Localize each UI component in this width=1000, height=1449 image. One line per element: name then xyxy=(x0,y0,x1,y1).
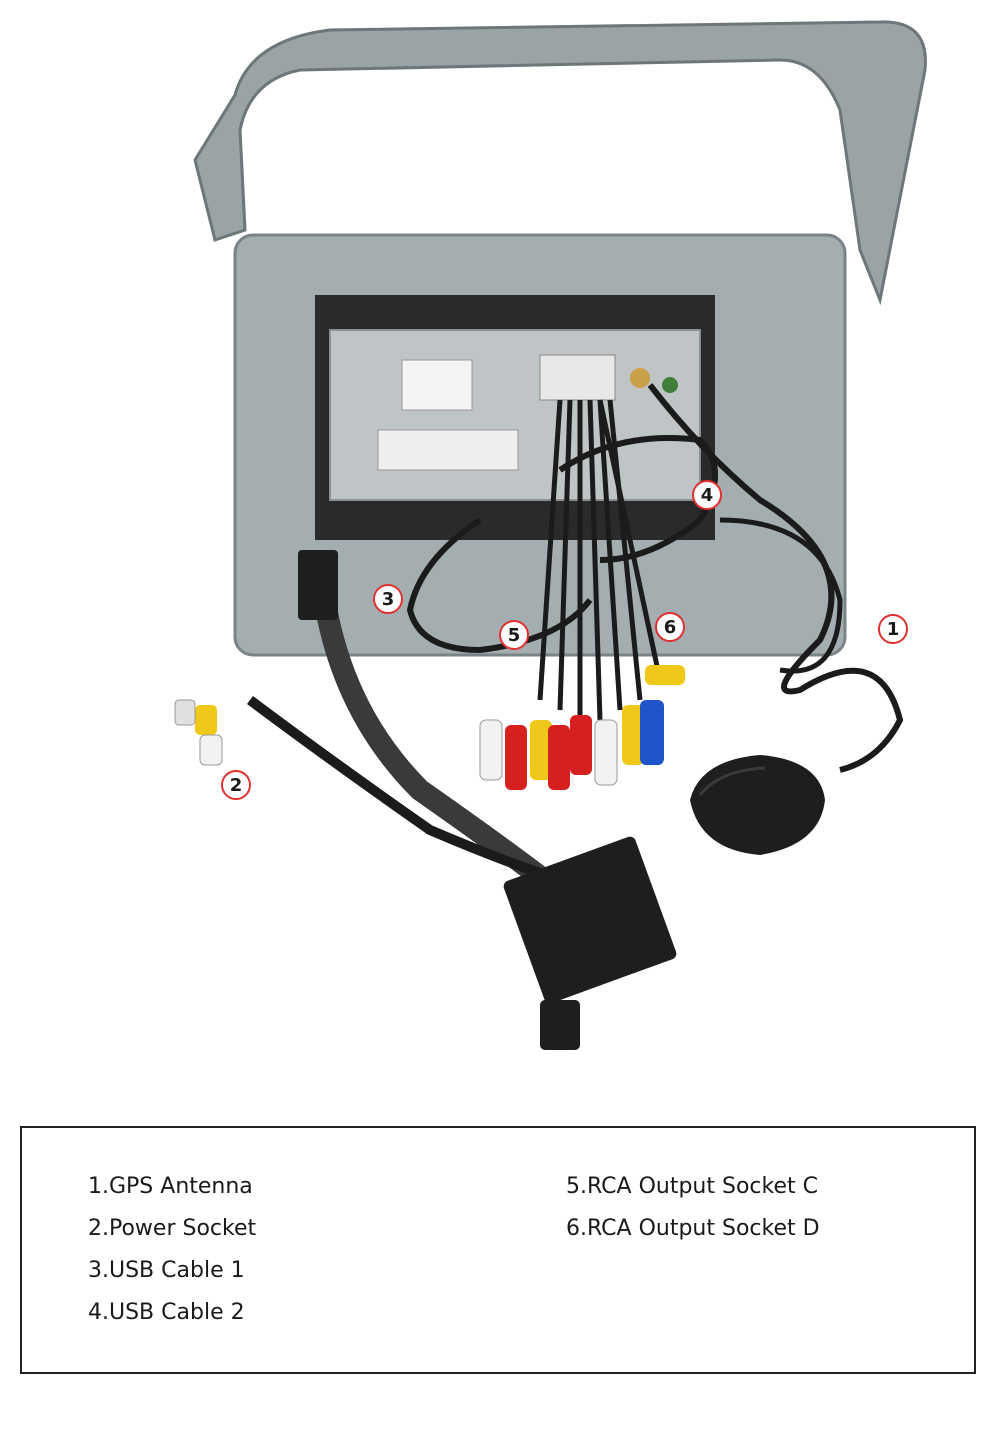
legend-column-left: 1.GPS Antenna 2.Power Socket 3.USB Cable… xyxy=(88,1166,256,1334)
heatsink-plate xyxy=(329,329,701,501)
callout-2: 2 xyxy=(221,770,251,800)
legend-item-rca-socket-d: 6.RCA Output Socket D xyxy=(566,1216,820,1241)
rca-plugs xyxy=(479,665,685,790)
green-led xyxy=(662,377,678,393)
legend-box: 1.GPS Antenna 2.Power Socket 3.USB Cable… xyxy=(20,1126,976,1374)
callout-4: 4 xyxy=(692,480,722,510)
connector-block xyxy=(539,354,616,401)
legend-item-power-socket: 2.Power Socket xyxy=(88,1216,257,1241)
power-plug-main xyxy=(503,836,677,1004)
serial-sticker xyxy=(377,429,519,471)
gps-antenna-puck xyxy=(690,755,825,855)
legend-item-rca-socket-c: 5.RCA Output Socket C xyxy=(566,1174,818,1199)
callout-3: 3 xyxy=(373,584,403,614)
harness-connector-top xyxy=(298,550,338,620)
gps-port xyxy=(630,368,650,388)
callout-5: 5 xyxy=(499,620,529,650)
power-plug-secondary xyxy=(540,1000,580,1050)
power-harness-rca xyxy=(174,699,223,766)
legend-item-usb-cable-1: 3.USB Cable 1 xyxy=(88,1258,245,1283)
product-photo xyxy=(174,20,927,1050)
usb-cable-1 xyxy=(406,517,593,654)
spec-sticker xyxy=(401,359,473,411)
rca-wire-bundle xyxy=(537,399,663,721)
legend-item-usb-cable-2: 4.USB Cable 2 xyxy=(88,1300,245,1325)
legend-column-right: 5.RCA Output Socket C 6.RCA Output Socke… xyxy=(566,1166,820,1250)
callout-1: 1 xyxy=(878,614,908,644)
legend-item-gps-antenna: 1.GPS Antenna xyxy=(88,1174,253,1199)
callout-6: 6 xyxy=(655,612,685,642)
dash-bezel-frame xyxy=(193,20,927,306)
